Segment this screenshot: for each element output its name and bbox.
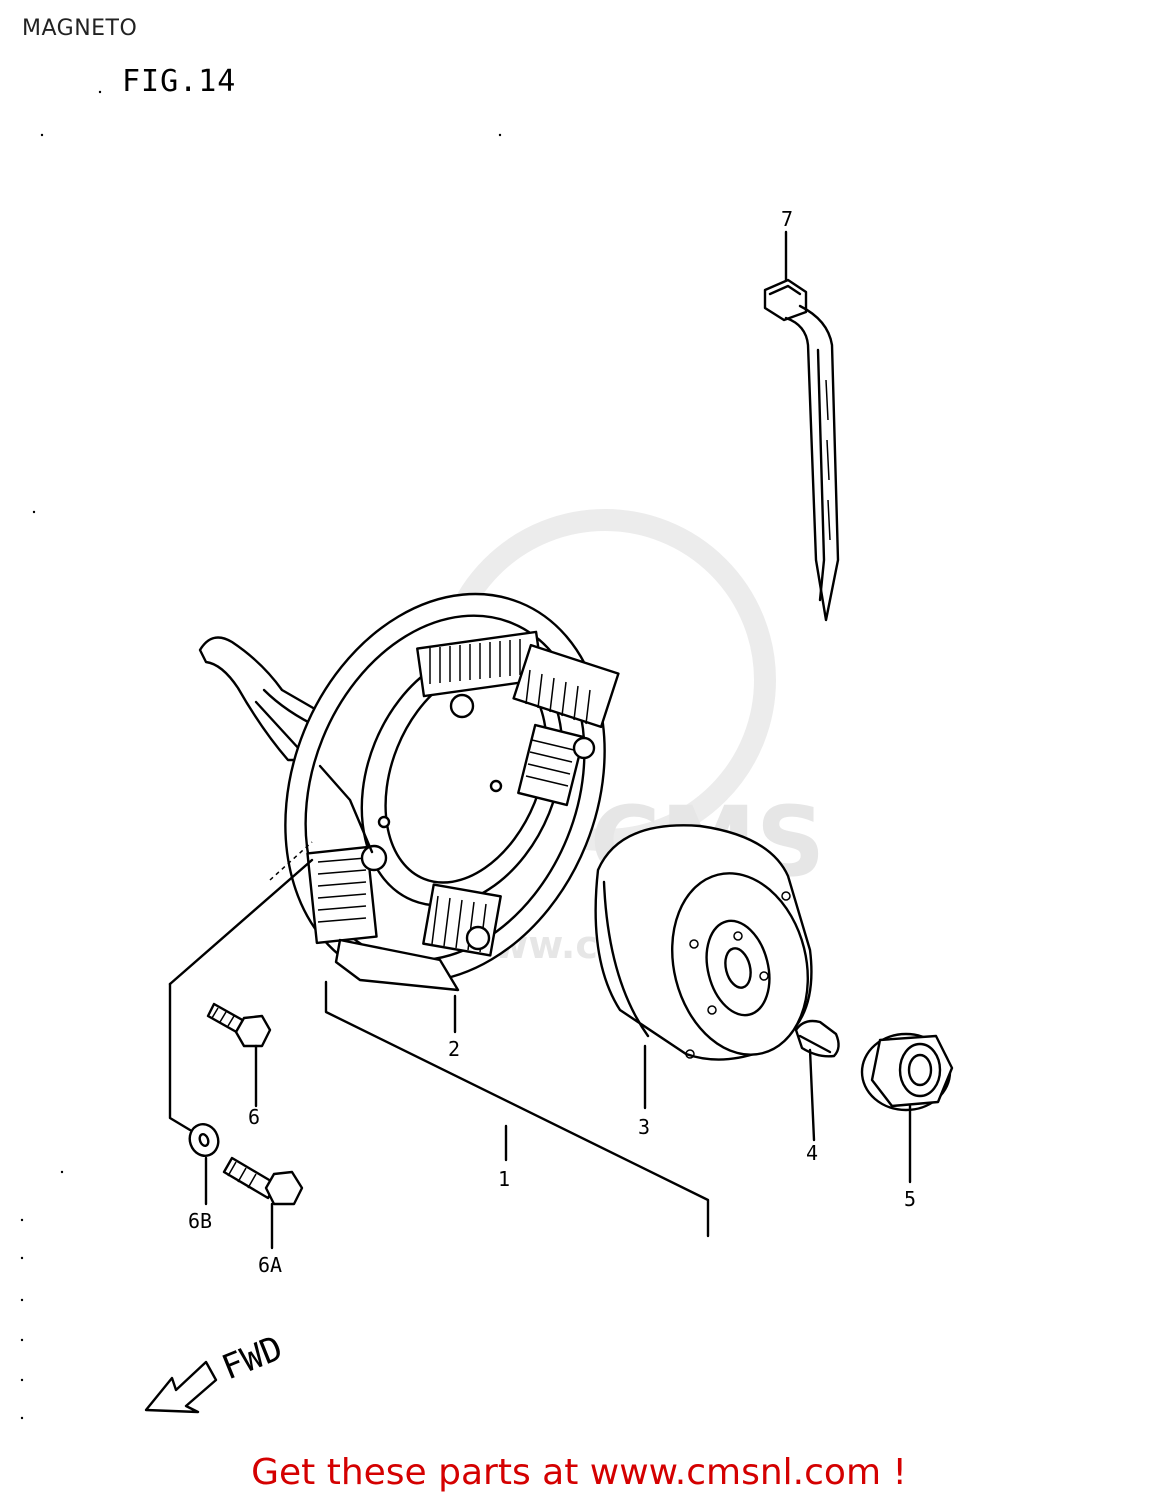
page-title: MAGNETO <box>22 16 138 41</box>
leader-lines <box>168 841 912 1250</box>
part-label-2: 2 <box>448 1037 460 1061</box>
cable-tie-icon[interactable] <box>763 230 840 622</box>
get-parts-link[interactable]: Get these parts at www.cmsnl.com ! <box>251 1452 907 1493</box>
fwd-label: FWD <box>216 1328 288 1388</box>
part-label-1: 1 <box>498 1167 510 1191</box>
part-label-6a: 6A <box>258 1253 282 1277</box>
margin-marks <box>20 90 502 1420</box>
washer-icon[interactable] <box>185 1120 222 1160</box>
nut-icon[interactable] <box>860 1032 954 1112</box>
part-label-6: 6 <box>248 1105 260 1129</box>
part-label-5: 5 <box>904 1187 916 1211</box>
figure-label: FIG.14 <box>122 64 237 99</box>
part-label-7: 7 <box>781 207 793 231</box>
forward-direction-arrow: FWD <box>144 1328 288 1414</box>
bolt-icon[interactable] <box>222 1156 304 1206</box>
part-label-6b: 6B <box>188 1209 212 1233</box>
bolt-icon[interactable] <box>206 1002 272 1048</box>
part-label-4: 4 <box>806 1141 818 1165</box>
stator-icon[interactable] <box>198 546 661 1031</box>
rotor-icon[interactable] <box>594 824 827 1069</box>
key-icon[interactable] <box>794 1019 840 1058</box>
part-label-3: 3 <box>638 1115 650 1139</box>
